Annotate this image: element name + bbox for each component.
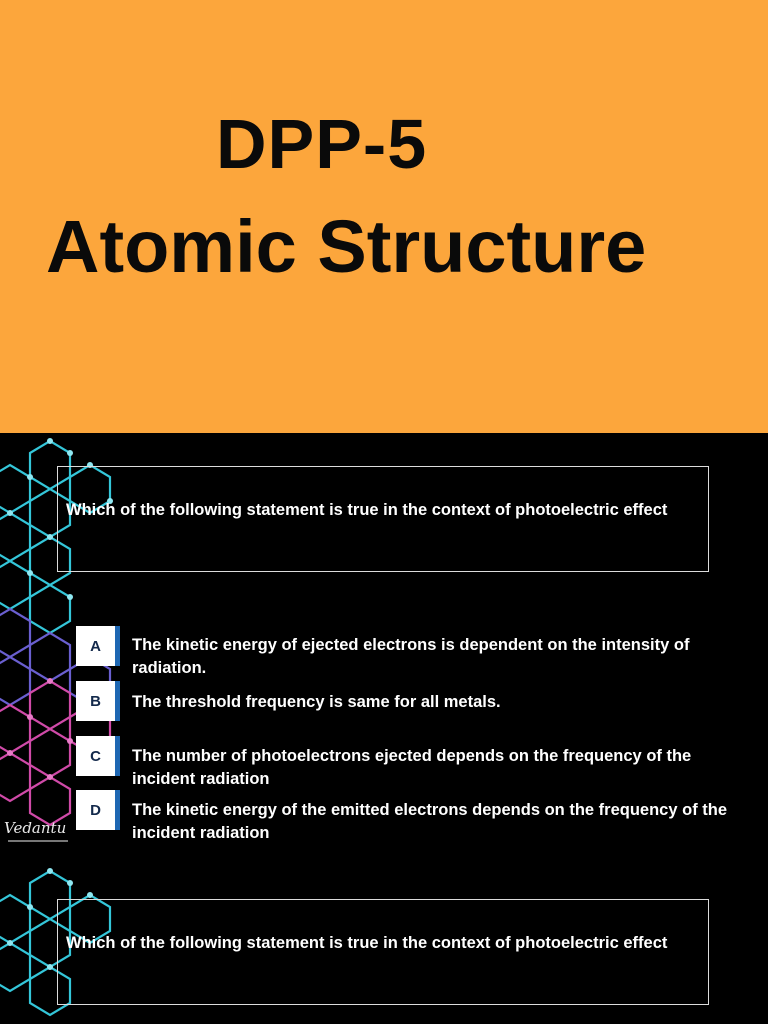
option-b-text[interactable]: The threshold frequency is same for all … — [132, 693, 501, 711]
option-a-badge[interactable]: A — [76, 626, 120, 666]
title-slide: DPP-5 Atomic Structure — [0, 0, 768, 433]
question-slide: Which of the following statement is true… — [0, 433, 768, 863]
title-topic: Atomic Structure — [46, 205, 647, 288]
molecular-network-decoration — [0, 868, 112, 1017]
question-text: Which of the following statement is true… — [66, 501, 668, 519]
question-text-2: Which of the following statement is true… — [66, 934, 668, 952]
question-box-2: Which of the following statement is true… — [57, 899, 709, 1005]
option-d-badge[interactable]: D — [76, 790, 120, 830]
option-c-badge[interactable]: C — [76, 736, 120, 776]
logo-tagline-bar — [8, 840, 68, 842]
option-b-badge[interactable]: B — [76, 681, 120, 721]
option-d-text[interactable]: The kinetic energy of the emitted electr… — [132, 801, 728, 842]
title-dpp: DPP-5 — [216, 105, 428, 183]
question-slide-2: Which of the following statement is true… — [0, 863, 768, 1024]
option-c-text[interactable]: The number of photoelectrons ejected dep… — [132, 747, 692, 788]
question-box: Which of the following statement is true… — [57, 466, 709, 572]
vedantu-logo: Vedantu — [4, 819, 67, 837]
option-a-text[interactable]: The kinetic energy of ejected electrons … — [132, 636, 690, 677]
